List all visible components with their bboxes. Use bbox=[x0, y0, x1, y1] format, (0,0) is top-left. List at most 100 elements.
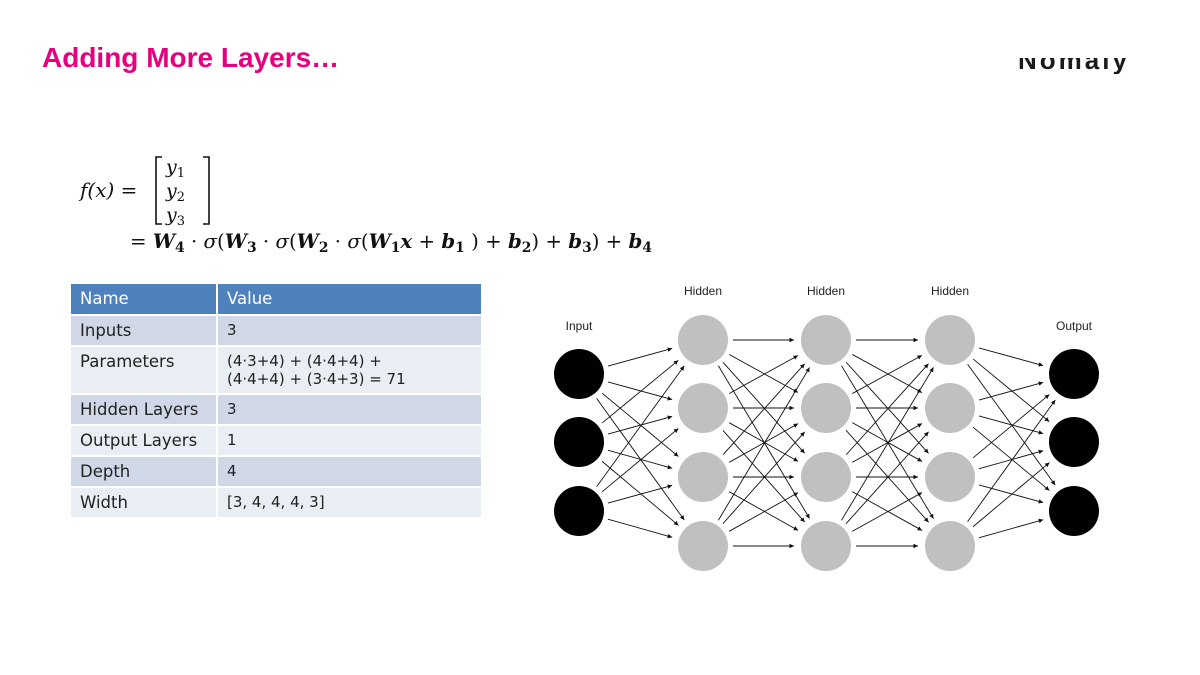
output-y2: y2 bbox=[165, 180, 185, 205]
connection-arrow bbox=[978, 381, 1044, 401]
connection-arrow bbox=[841, 367, 934, 521]
formula-subscript: 1 bbox=[391, 240, 401, 256]
connection-arrow bbox=[722, 431, 806, 524]
connection-arrow bbox=[972, 462, 1050, 528]
slide-title: Adding More Layers… bbox=[42, 42, 340, 73]
table-row: Parameters (4·3+4) + (4·4+4) +(4·4+4) + … bbox=[71, 346, 483, 395]
row-name: Parameters bbox=[71, 346, 218, 395]
column-header-name: Name bbox=[71, 284, 218, 316]
connection-arrow bbox=[722, 363, 805, 455]
input-node bbox=[554, 486, 604, 536]
connection-arrow bbox=[728, 423, 799, 463]
hidden-node bbox=[678, 521, 728, 571]
formula-operator: ( bbox=[289, 229, 297, 253]
sigma-symbol: σ bbox=[347, 229, 362, 253]
left-bracket bbox=[155, 156, 162, 225]
row-value: 3 bbox=[217, 394, 483, 426]
formula-rhs: = W4 · σ(W3 · σ(W2 · σ(W1x + b1 ) + b2) … bbox=[130, 229, 652, 256]
formula-term: · σ( bbox=[185, 229, 225, 253]
table-row: Inputs 3 bbox=[71, 315, 483, 347]
formula-subscript: 4 bbox=[175, 240, 185, 256]
table-header-row: Name Value bbox=[71, 284, 483, 316]
row-value: 4 bbox=[217, 456, 483, 488]
connection-arrow bbox=[852, 354, 923, 394]
row-name: Inputs bbox=[71, 315, 218, 347]
connection-arrow bbox=[972, 394, 1050, 459]
connection-arrow bbox=[607, 449, 673, 470]
row-name: Hidden Layers bbox=[71, 394, 218, 426]
formula-term: ) + bbox=[592, 229, 629, 253]
output-node bbox=[1049, 349, 1099, 399]
connection-arrow bbox=[601, 359, 679, 424]
hidden-node bbox=[801, 452, 851, 502]
parameters-table: Name Value Inputs 3 Parameters (4·3+4) +… bbox=[71, 284, 483, 519]
connection-arrow bbox=[978, 518, 1044, 539]
connection-arrow bbox=[607, 484, 673, 504]
layer-label: Input bbox=[566, 319, 593, 333]
formula-term: W bbox=[153, 229, 178, 253]
formula-term: b bbox=[441, 229, 455, 253]
hidden-node bbox=[801, 383, 851, 433]
connection-arrow bbox=[607, 347, 673, 367]
hidden-node bbox=[678, 452, 728, 502]
formula-term: ) + bbox=[465, 229, 508, 253]
connection-arrow bbox=[972, 426, 1050, 491]
table-row: Depth 4 bbox=[71, 456, 483, 488]
layer-label: Hidden bbox=[684, 284, 722, 298]
formula-term: b bbox=[568, 229, 582, 253]
connection-arrow bbox=[851, 491, 923, 531]
connection-arrow bbox=[728, 492, 799, 532]
formula-term: W bbox=[369, 229, 394, 253]
formula-subscript: 2 bbox=[522, 240, 532, 256]
formula-operator: · bbox=[185, 229, 204, 253]
right-bracket bbox=[203, 156, 210, 225]
connection-arrow bbox=[978, 415, 1044, 435]
formula-term: W bbox=[225, 229, 250, 253]
table-row: Hidden Layers 3 bbox=[71, 394, 483, 426]
hidden-node bbox=[801, 521, 851, 571]
row-name: Width bbox=[71, 487, 218, 519]
output-node bbox=[1049, 417, 1099, 467]
output-y1: y1 bbox=[165, 156, 185, 181]
connection-arrow bbox=[729, 354, 799, 393]
hidden-node bbox=[678, 315, 728, 365]
hidden-node bbox=[925, 521, 975, 571]
connection-arrow bbox=[607, 415, 673, 435]
formula-subscript: 4 bbox=[642, 240, 652, 256]
input-node bbox=[554, 349, 604, 399]
connection-arrow bbox=[972, 358, 1050, 423]
output-y3: y3 bbox=[165, 204, 185, 229]
formula-operator: ( bbox=[361, 229, 369, 253]
row-value: 1 bbox=[217, 425, 483, 457]
connection-arrow bbox=[851, 422, 923, 462]
connection-arrow bbox=[601, 460, 679, 526]
formula-term: + bbox=[412, 229, 441, 253]
formula-subscript: 3 bbox=[247, 240, 257, 256]
output-node bbox=[1049, 486, 1099, 536]
layer-label: Hidden bbox=[807, 284, 845, 298]
connection-arrow bbox=[852, 354, 923, 394]
formula-lhs: f(x) = bbox=[78, 178, 137, 202]
connection-arrow bbox=[601, 428, 679, 493]
connection-arrow bbox=[607, 381, 673, 401]
connection-arrow bbox=[596, 365, 685, 487]
connection-arrow bbox=[978, 484, 1044, 504]
formula-term: b bbox=[508, 229, 522, 253]
input-node bbox=[554, 417, 604, 467]
formula-term: ) + bbox=[531, 229, 568, 253]
connection-arrow bbox=[728, 491, 799, 531]
row-value: (4·3+4) + (4·4+4) +(4·4+4) + (3·4+3) = 7… bbox=[217, 346, 483, 395]
table-row: Width [3, 4, 4, 4, 3] bbox=[71, 487, 483, 519]
column-header-value: Value bbox=[217, 284, 483, 316]
hidden-node bbox=[925, 315, 975, 365]
formula-operator: · bbox=[329, 229, 348, 253]
formula-term: · σ( bbox=[257, 229, 297, 253]
table-row: Output Layers 1 bbox=[71, 425, 483, 457]
connection-arrow bbox=[978, 347, 1044, 367]
row-value: 3 bbox=[217, 315, 483, 347]
layer-label: Output bbox=[1056, 319, 1093, 333]
connection-arrow bbox=[717, 367, 810, 521]
formula-operator: ( bbox=[217, 229, 225, 253]
formula-term: b bbox=[629, 229, 643, 253]
